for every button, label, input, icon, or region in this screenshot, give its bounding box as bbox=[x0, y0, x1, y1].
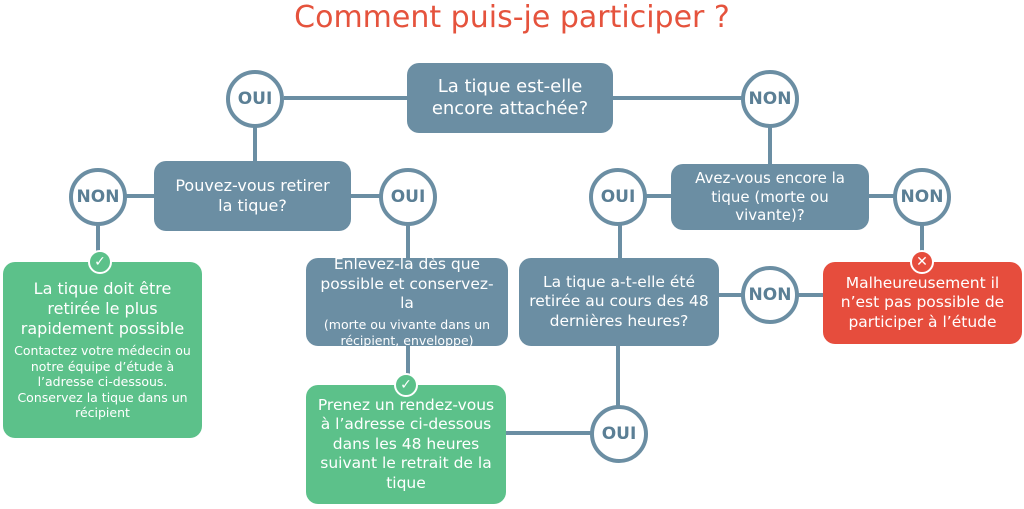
result-not-possible: Malheureusement il n’est pas possible de… bbox=[823, 262, 1022, 344]
question-removed-48h-text: La tique a-t-elle été retirée au cours d… bbox=[529, 272, 709, 330]
check-icon: ✓ bbox=[88, 250, 112, 274]
answer-oui-attached: OUI bbox=[226, 70, 284, 128]
check-icon: ✓ bbox=[394, 373, 418, 397]
cross-icon: ✕ bbox=[910, 250, 934, 274]
answer-non-attached: NON bbox=[741, 70, 799, 128]
answer-non-still-have: NON bbox=[893, 168, 951, 226]
question-tick-attached: La tique est-elle encore attachée? bbox=[407, 63, 613, 133]
result-remove-quickly-sub: Contactez votre médecin ou notre équipe … bbox=[14, 342, 191, 421]
answer-oui-48h: OUI bbox=[590, 405, 648, 463]
question-still-have-tick-text: Avez-vous encore la tique (morte ou viva… bbox=[695, 168, 845, 225]
question-can-remove-text: Pouvez-vous retirer la tique? bbox=[175, 176, 330, 215]
question-can-remove: Pouvez-vous retirer la tique? bbox=[154, 161, 351, 231]
action-remove-and-keep: Enlevez-la dès que possible et conservez… bbox=[306, 255, 508, 349]
answer-oui-still-have: OUI bbox=[589, 168, 647, 226]
result-remove-quickly-main: La tique doit être retirée le plus rapid… bbox=[20, 278, 185, 338]
question-removed-48h: La tique a-t-elle été retirée au cours d… bbox=[519, 258, 719, 346]
answer-oui-can-remove: OUI bbox=[379, 168, 437, 226]
action-remove-and-keep-main: Enlevez-la dès que possible et conservez… bbox=[320, 255, 494, 313]
question-still-have-tick: Avez-vous encore la tique (morte ou viva… bbox=[671, 164, 869, 230]
result-make-appointment-text: Prenez un rendez-vous à l’adresse ci-des… bbox=[317, 396, 495, 492]
answer-non-48h: NON bbox=[741, 266, 799, 324]
answer-non-can-remove: NON bbox=[69, 168, 127, 226]
action-remove-and-keep-sub: (morte ou vivante dans un récipient, env… bbox=[323, 317, 491, 349]
result-make-appointment: Prenez un rendez-vous à l’adresse ci-des… bbox=[306, 385, 506, 504]
page-title: Comment puis-je participer ? bbox=[294, 0, 730, 35]
result-remove-quickly: La tique doit être retirée le plus rapid… bbox=[3, 262, 202, 438]
result-not-possible-text: Malheureusement il n’est pas possible de… bbox=[840, 273, 1005, 331]
question-tick-attached-text: La tique est-elle encore attachée? bbox=[431, 75, 589, 120]
